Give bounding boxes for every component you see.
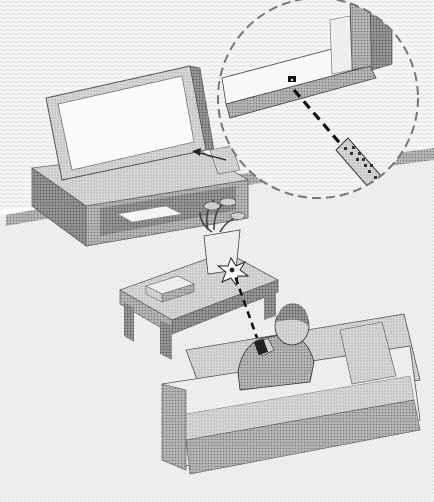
ir-receiver-closeup <box>288 76 296 82</box>
